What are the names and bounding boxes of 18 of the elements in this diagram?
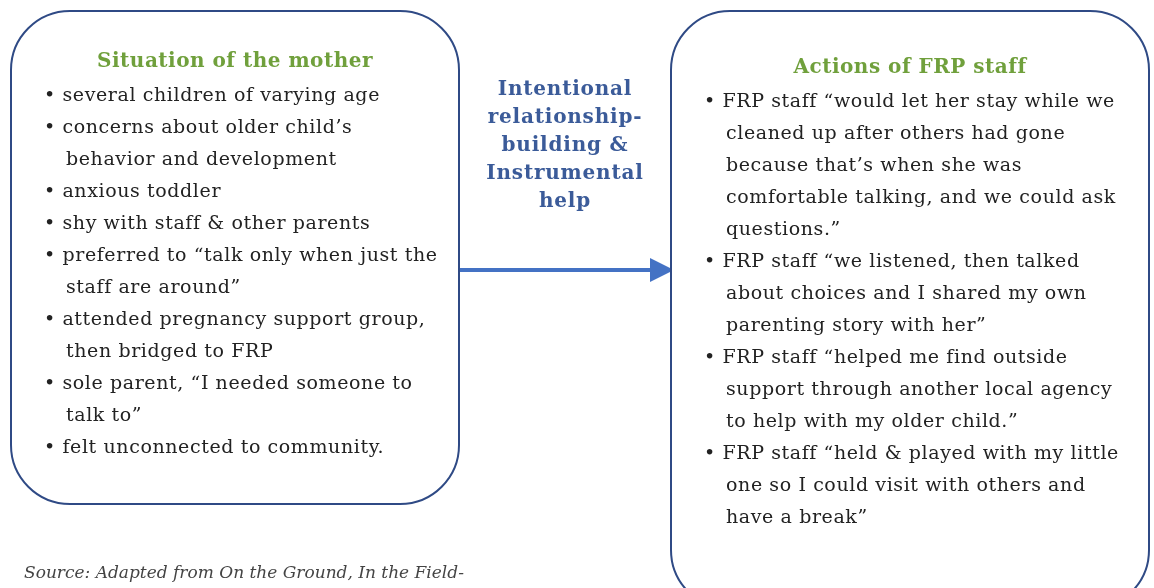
bullet-item: • FRP staff “held & played with my little one so I could visit with others and have a break”: [704, 440, 1120, 529]
bullet-item: • anxious toddler: [44, 178, 223, 203]
caption: Source: Adapted from On the Ground, In the Field-: [24, 562, 464, 582]
rounded-box: [670, 10, 1150, 588]
box-heading: Actions of FRP staff: [792, 54, 1029, 78]
bullet-item: • felt unconnected to community.: [44, 434, 386, 459]
bullet-item: • sole parent, “I needed someone to talk to”: [44, 370, 414, 427]
bullet-item: • attended pregnancy support group, then bridged to FRP: [44, 306, 427, 363]
bullet-item: • FRP staff “would let her stay while we cleaned up after others had gone because that’s when she was comfortable talking, and we could ask questions.”: [704, 88, 1117, 241]
bullet-item: • concerns about older child’s behavior and development: [44, 114, 354, 171]
bullet-item: • preferred to “talk only when just the staff are around”: [44, 242, 438, 299]
bullet-item: • shy with staff & other parents: [44, 210, 372, 235]
bullet-item: • FRP staff “we listened, then talked about choices and I shared my own parenting story with her”: [704, 248, 1088, 337]
bullet-item: • several children of varying age: [44, 82, 381, 107]
box-heading: Situation of the mother: [96, 48, 374, 72]
rounded-box: [10, 10, 460, 505]
bullet-item: • FRP staff “helped me find outside support through another local agency to help with my older child.”: [704, 344, 1114, 433]
edge-label: Intentional relationship-building & Instrumental help: [485, 75, 645, 214]
